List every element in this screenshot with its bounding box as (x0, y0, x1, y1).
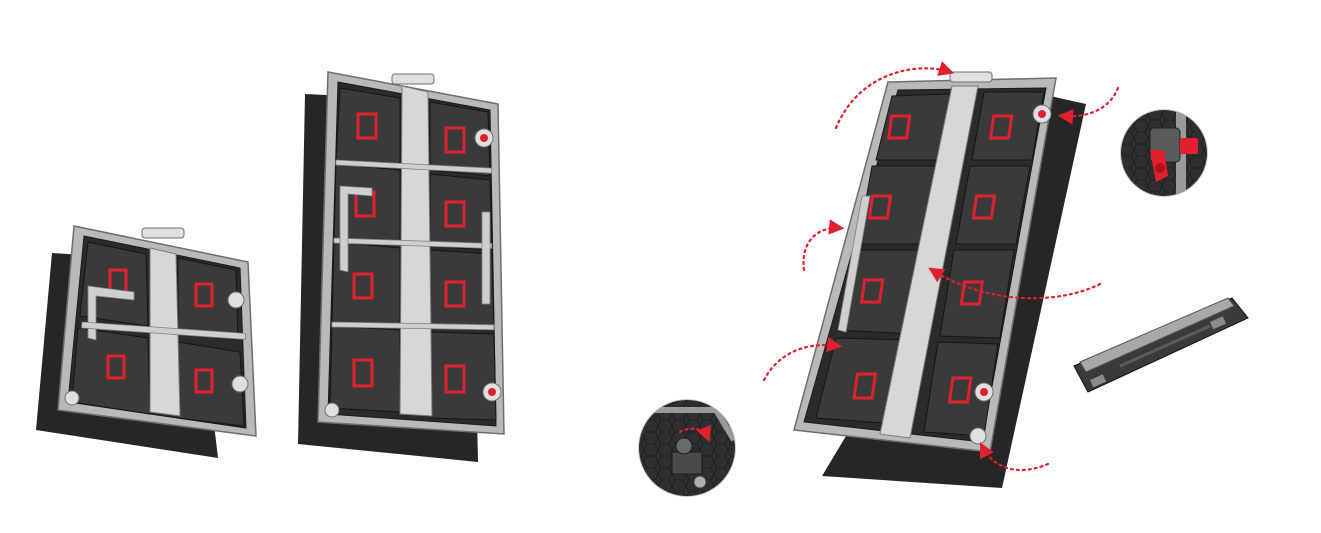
angled-cabinet (793, 71, 1086, 488)
small-cabinet-handle (141, 227, 185, 239)
angled-cabinet-red-brackets (852, 114, 1014, 404)
tall-cabinet-lock-bottom-red (488, 388, 496, 396)
small-cabinet-foot (64, 390, 80, 406)
arrow-top-right (1057, 86, 1120, 125)
tall-cabinet-handle (391, 73, 435, 85)
tall-cabinet-rib-2 (333, 237, 493, 249)
tall-cabinet-red-brackets (352, 112, 466, 394)
angled-cabinet-lock-bottom-red (980, 388, 988, 396)
tall-cabinet-side-handle-left (339, 185, 373, 273)
small-cabinet (36, 225, 257, 458)
rail-top (1079, 297, 1235, 373)
small-cabinet-modules (71, 241, 245, 427)
angled-cabinet-corner (969, 427, 987, 445)
tall-cabinet-foot (324, 402, 340, 418)
corner-lock-detail-icon (638, 399, 736, 497)
dotted-arrows (762, 61, 1120, 472)
arrow-left-mid (802, 219, 845, 272)
tall-cabinet-side-handle-right (481, 211, 491, 305)
tall-cabinet (298, 71, 505, 462)
small-cabinet-lock-top (227, 291, 245, 309)
arrow-bottom-right (980, 442, 1050, 472)
tall-cabinet-rib-3 (331, 321, 495, 331)
tall-cabinet-modules (329, 87, 497, 421)
angled-cabinet-lock-top-red (1038, 110, 1046, 118)
arrow-right-mid (928, 267, 1102, 300)
tall-cabinet-lock-top-red (480, 134, 488, 142)
arrow-left-low (762, 336, 843, 382)
small-cabinet-lock-bottom (231, 375, 249, 393)
angled-cabinet-side-handle (837, 195, 871, 333)
angled-cabinet-spine (879, 85, 979, 439)
connector-rail-icon (1073, 297, 1249, 393)
small-cabinet-rib (81, 321, 247, 340)
arrow-top (834, 61, 955, 130)
lock-detail-icon (1120, 109, 1208, 197)
small-cabinet-side-handle (87, 285, 135, 341)
angled-cabinet-handle (949, 71, 993, 83)
tall-cabinet-rib-1 (335, 159, 493, 174)
tall-cabinet-spine (399, 85, 433, 417)
